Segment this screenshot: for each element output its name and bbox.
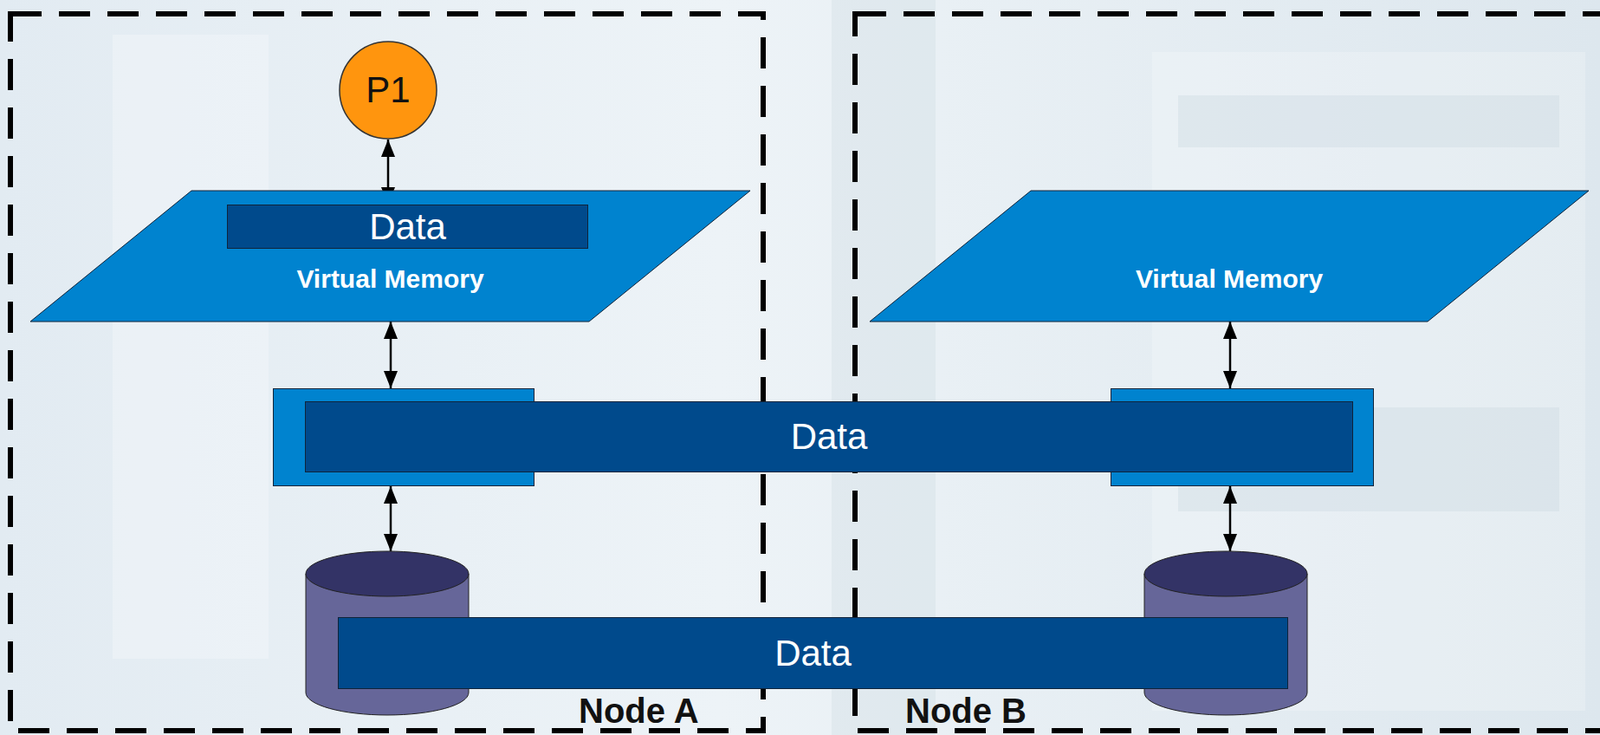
node-label: Virtual Memory	[1135, 265, 1323, 292]
virtual-memory-plane: Virtual Memory	[869, 190, 1589, 322]
text-holder: Node A	[578, 693, 700, 728]
data-box-shape	[227, 205, 589, 249]
double-arrow	[389, 321, 393, 389]
text-holder: Virtual Memory	[869, 261, 1589, 297]
data-box: Data	[226, 204, 589, 249]
parallelogram-shape	[30, 190, 751, 322]
double-arrow	[1229, 321, 1232, 389]
data-band: Data	[337, 616, 1289, 689]
rack-shape	[1178, 95, 1560, 148]
text-holder: P1	[338, 40, 438, 140]
virtual-memory-plane: Virtual Memory Data	[30, 190, 751, 322]
text-holder: Data	[226, 204, 589, 249]
double-arrow	[389, 485, 393, 551]
node-label: P1	[365, 71, 410, 109]
rack-shape	[112, 34, 269, 659]
node-label: Virtual Memory	[296, 265, 484, 292]
data-band: Data	[304, 401, 1354, 473]
node-label: Data	[774, 634, 852, 672]
cylinder-top	[1144, 550, 1308, 596]
double-arrow	[1229, 485, 1232, 551]
node-title: Node B	[905, 693, 1027, 728]
shared-memory-band: Data	[272, 388, 1374, 486]
virtual-memory-plane-outline	[869, 190, 1589, 322]
text-holder: Virtual Memory	[30, 261, 751, 297]
text-holder: Node B	[905, 693, 1027, 728]
shared-storage-band: Data	[305, 550, 1308, 715]
process-circle: P1	[338, 40, 438, 140]
node-title: Node A	[578, 693, 700, 728]
parallelogram-shape	[869, 190, 1589, 322]
cylinder-top	[305, 550, 469, 596]
process-circle-shape	[339, 41, 437, 139]
node-label: Data	[790, 418, 869, 455]
node-label: Data	[369, 208, 447, 246]
